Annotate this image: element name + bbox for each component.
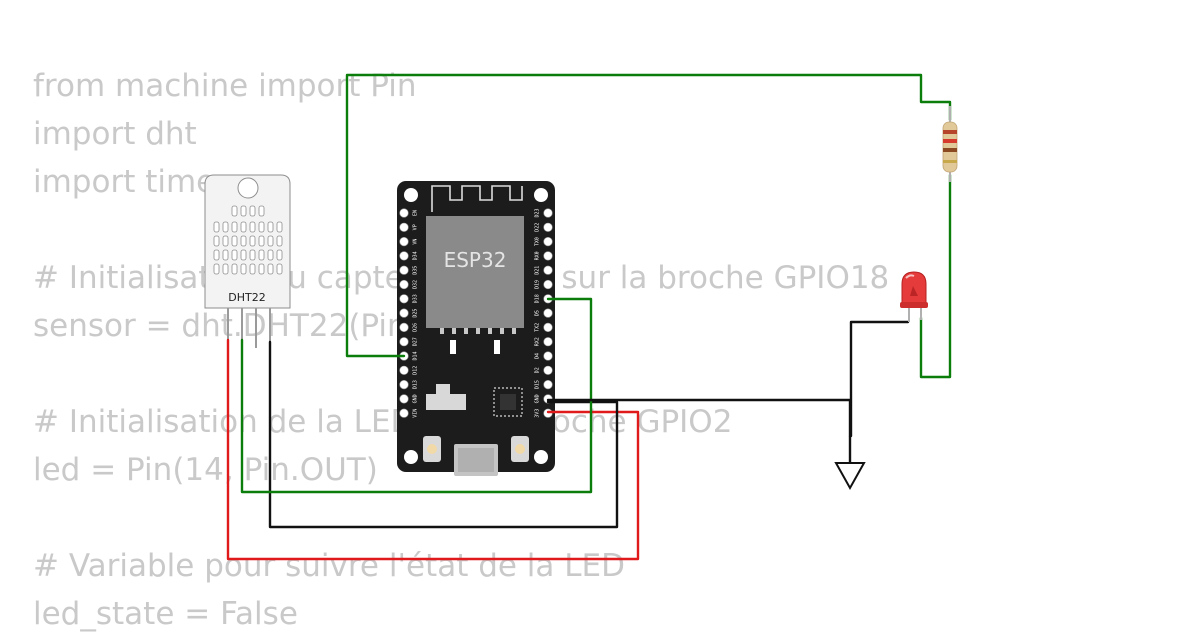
pin-hole-right-d21[interactable] — [543, 265, 553, 275]
pin-hole-left-vn[interactable] — [399, 237, 409, 247]
wire-black-dht-gnd[interactable] — [268, 340, 619, 529]
dht22-sensor-icon[interactable]: DHT22 — [204, 174, 291, 348]
pin-label-right-d22: D22 — [535, 223, 541, 232]
code-line: # Variable pour suivre l'état de la LED — [33, 548, 625, 584]
pin-label-left-d13: D13 — [413, 380, 419, 389]
pin-label-left-vn: VN — [413, 239, 419, 245]
esp32-chip-label: ESP32 — [444, 248, 507, 272]
code-line: import time — [33, 164, 216, 200]
pin-label-left-d27: D27 — [413, 337, 419, 346]
wire-green-dht-data[interactable] — [240, 297, 593, 494]
pin-label-right-rx2: RX2 — [535, 337, 541, 346]
pin-hole-right-d22[interactable] — [543, 222, 553, 232]
pin-hole-right-d5[interactable] — [543, 308, 553, 318]
resistor-icon[interactable] — [942, 106, 958, 182]
pin-label-left-d12: D12 — [413, 366, 419, 375]
pin-label-left-vp: VP — [413, 224, 419, 230]
pin-label-right-d19: D19 — [535, 280, 541, 289]
pin-hole-right-d15[interactable] — [543, 380, 553, 390]
pin-label-left-en: EN — [413, 210, 419, 216]
pin-label-left-d32: D32 — [413, 280, 419, 289]
pin-hole-right-tx2[interactable] — [543, 322, 553, 333]
code-line: import dht — [33, 116, 197, 152]
boot-button-icon[interactable] — [511, 436, 529, 462]
pin-label-right-d21: D21 — [535, 266, 541, 275]
pin-label-right-d4: D4 — [535, 353, 541, 359]
pin-hole-right-d23[interactable] — [543, 208, 553, 218]
pin-label-left-vin: VIN — [413, 409, 419, 418]
pin-label-right-gnd: GND — [535, 394, 541, 403]
pin-label-right-3v3: 3V3 — [535, 409, 541, 418]
ground-symbol-icon — [834, 436, 866, 491]
pin-hole-right-d2[interactable] — [543, 365, 553, 375]
pin-hole-left-d12[interactable] — [399, 365, 409, 375]
pin-label-right-d18: D18 — [535, 294, 541, 303]
wire-black-led-gnd[interactable] — [849, 320, 910, 438]
pin-label-right-d5: D5 — [535, 310, 541, 316]
pin-label-left-d34: D34 — [413, 251, 419, 260]
pin-hole-left-d27[interactable] — [399, 337, 409, 347]
pin-hole-left-d34[interactable] — [399, 251, 409, 261]
pin-label-right-tx2: TX2 — [535, 323, 541, 332]
wire-green-resistor-led[interactable] — [919, 173, 952, 379]
en-button-icon[interactable] — [423, 436, 441, 462]
led-icon[interactable] — [900, 271, 928, 322]
pin-label-left-d26: D26 — [413, 323, 419, 332]
pin-hole-left-d25[interactable] — [399, 308, 409, 318]
pin-hole-right-tx0[interactable] — [543, 237, 553, 247]
pin-hole-left-d33[interactable] — [399, 294, 409, 304]
usb-port-icon — [454, 444, 498, 476]
pin-label-left-d33: D33 — [413, 294, 419, 303]
pin-hole-left-d13[interactable] — [399, 380, 409, 390]
esp32-board-icon[interactable]: ESP32 — [397, 181, 555, 476]
pin-hole-right-d4[interactable] — [543, 351, 553, 361]
esp32-chip — [426, 216, 524, 328]
pin-label-right-rx0: RX0 — [535, 251, 541, 260]
pin-hole-right-d19[interactable] — [543, 279, 553, 290]
pin-hole-right-rx0[interactable] — [543, 251, 553, 261]
pin-label-right-d2: D2 — [535, 367, 541, 373]
pin-hole-left-vp[interactable] — [399, 222, 409, 232]
pin-hole-left-d26[interactable] — [399, 322, 409, 333]
wire-red-dht-vcc[interactable] — [226, 338, 640, 561]
pin-label-right-tx0: TX0 — [535, 237, 541, 246]
pin-label-left-d25: D25 — [413, 309, 419, 318]
code-line: led = Pin(14, Pin.OUT) — [33, 452, 378, 488]
pin-hole-left-gnd[interactable] — [399, 394, 409, 404]
pin-hole-right-rx2[interactable] — [543, 337, 553, 347]
wire-green-led-signal[interactable] — [345, 73, 952, 358]
dht22-label: DHT22 — [228, 291, 265, 304]
wire-black-esp-gnd[interactable] — [546, 398, 852, 438]
pin-hole-left-d32[interactable] — [399, 279, 409, 290]
code-line: led_state = False — [33, 596, 298, 632]
pin-hole-left-en[interactable] — [399, 208, 409, 218]
pin-label-right-d23: D23 — [535, 208, 541, 217]
pin-label-right-d15: D15 — [535, 380, 541, 389]
pin-label-left-gnd: GND — [413, 394, 419, 403]
pin-hole-left-vin[interactable] — [399, 408, 409, 418]
pin-label-left-d35: D35 — [413, 266, 419, 275]
pin-label-left-d14: D14 — [413, 351, 419, 360]
pin-hole-left-d35[interactable] — [399, 265, 409, 275]
